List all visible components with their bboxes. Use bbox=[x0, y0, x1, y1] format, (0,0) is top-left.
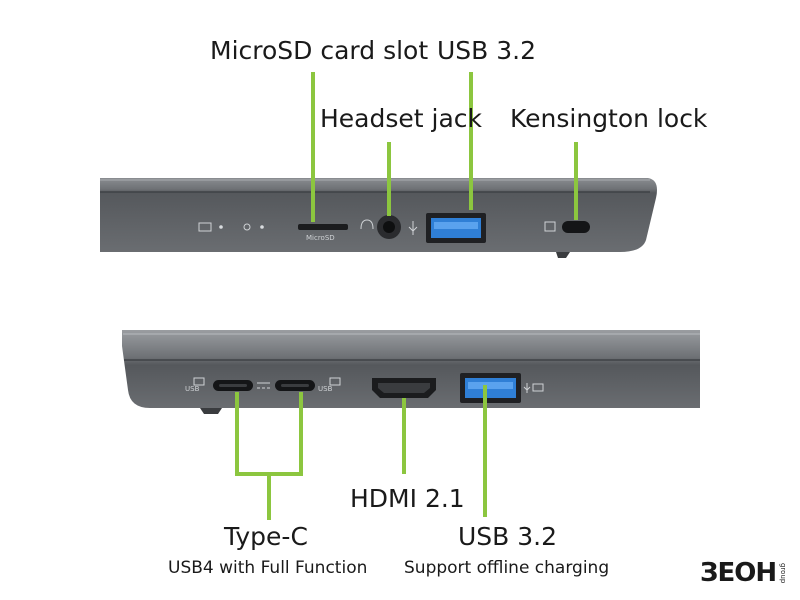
display-icon bbox=[329, 377, 341, 386]
kensington-lock-slot bbox=[562, 221, 590, 233]
usb-bottom-label: USB 3.2 bbox=[458, 522, 558, 551]
leader-lines bbox=[235, 72, 578, 520]
usb-a-port-bottom bbox=[460, 373, 521, 403]
headset-jack bbox=[377, 215, 401, 239]
typec-label: Type-C bbox=[224, 522, 308, 551]
logo-text: ЗЕОН bbox=[700, 558, 777, 588]
microsd-slot bbox=[298, 224, 348, 230]
kensington-label: Kensington lock bbox=[510, 104, 708, 133]
laptop-right-side: MicroSD bbox=[100, 178, 657, 258]
usb-bottom-sublabel: Support offline charging bbox=[404, 558, 610, 578]
lock-icon bbox=[544, 221, 556, 232]
usb-icon bbox=[408, 221, 418, 235]
logo-subtext: group bbox=[779, 562, 788, 584]
usb-c-marking-left: USB bbox=[185, 385, 200, 393]
usb-a-port-top bbox=[426, 213, 486, 243]
hdmi-label: HDMI 2.1 bbox=[350, 484, 465, 513]
microsd-marking: MicroSD bbox=[306, 234, 335, 242]
microsd-label: MicroSD card slot bbox=[210, 36, 429, 65]
usb-charging-icon bbox=[523, 383, 544, 393]
leader-typec bbox=[235, 392, 303, 520]
usb-top-label: USB 3.2 bbox=[437, 36, 537, 65]
battery-led-icon bbox=[198, 222, 223, 232]
dc-icon bbox=[257, 382, 270, 389]
display-icon bbox=[193, 377, 205, 386]
zeon-logo: ЗЕОН group bbox=[700, 558, 788, 588]
power-led-icon bbox=[243, 223, 264, 231]
usb-c-marking-right: USB bbox=[318, 385, 333, 393]
headset-icon bbox=[360, 219, 374, 230]
laptop-left-side: USB USB bbox=[122, 330, 700, 414]
typec-sublabel: USB4 with Full Function bbox=[168, 558, 368, 578]
headset-label: Headset jack bbox=[320, 104, 483, 133]
hdmi-port bbox=[372, 378, 436, 398]
